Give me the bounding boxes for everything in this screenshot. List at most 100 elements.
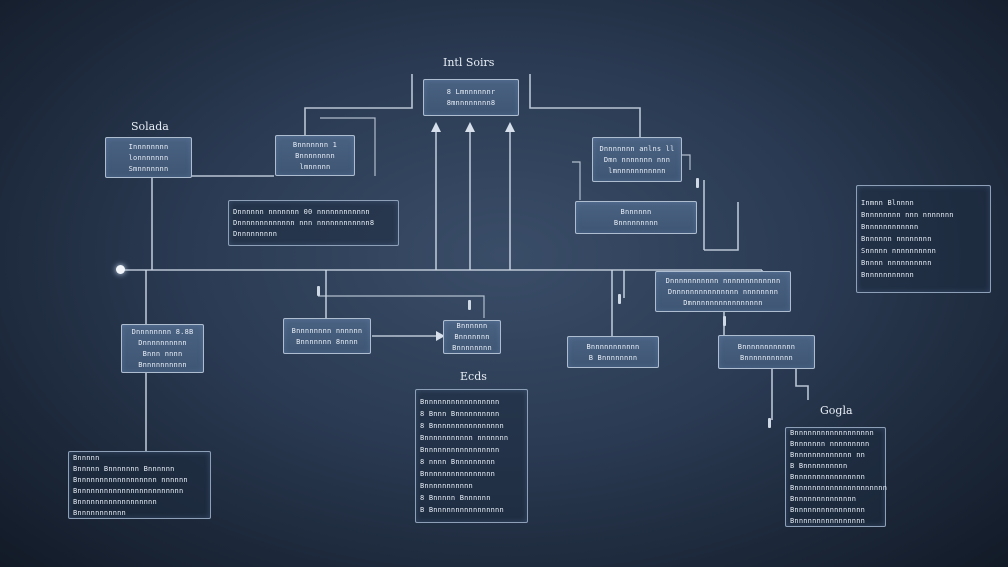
- node-small-center[interactable]: Bnnnnnn Bnnnnnnn Bnnnnnnnn: [443, 320, 501, 354]
- node-line: Bnnnnn Bnnnnnnn Bnnnnnn: [73, 464, 175, 473]
- node-line: 8 Bnnnnnnnnnnnnnnnn: [420, 422, 504, 430]
- text-block-1: Dnnnnnn nnnnnnn 00 nnnnnnnnnnnn Dnnnnnnn…: [228, 200, 399, 246]
- node-line: lmnnnnnnnnnnn: [608, 166, 666, 175]
- node-line: 8mnnnnnnnn8: [446, 99, 496, 107]
- link-top-left-b: [320, 117, 376, 176]
- node-line: Bnnnnnn nnnnnnnn: [861, 235, 932, 243]
- bus-endpoint-dot: [116, 265, 125, 274]
- label-right: Gogla: [820, 404, 853, 417]
- node-line: Bnnnnnnn 8nnnn: [296, 337, 358, 346]
- arrow-up-1: [431, 122, 441, 132]
- node-bottom-center[interactable]: Bnnnnnnnnnnnnnnnnn 8 Bnnn Bnnnnnnnnnn 8 …: [415, 389, 528, 523]
- node-mid-right-b[interactable]: Bnnnnnnnnnnn B Bnnnnnnnn: [567, 336, 659, 368]
- node-line: Dnnnnnn nnnnnnn 00 nnnnnnnnnnnn: [233, 208, 370, 216]
- node-line: 8 nnnn Bnnnnnnnnn: [420, 458, 496, 466]
- node-line: Bnnnnnnnnnnn: [586, 342, 640, 351]
- link-right-c: [704, 202, 739, 251]
- node-mid-right[interactable]: Dnnnnnnnnnnn nnnnnnnnnnnnn Dnnnnnnnnnnnn…: [655, 271, 791, 312]
- node-line: Bnnnnnnn nnnnnnnnn: [790, 440, 870, 448]
- tick-3: [618, 294, 621, 304]
- tick-4: [723, 316, 726, 326]
- node-line: lmnnnnn: [299, 162, 331, 171]
- node-line: Bnnnnnnnn: [452, 344, 492, 352]
- node-line: Bnnnnnnnnnnnnnnnn: [790, 473, 866, 481]
- link-right-f: [795, 368, 809, 400]
- node-line: Bnnnnnnnn nnn nnnnnnn: [861, 211, 954, 219]
- node-line: Bnnnnnnnn: [295, 151, 335, 160]
- node-line: Bnnnnnnnnnnnnnnnn: [790, 517, 866, 525]
- node-bottom-right[interactable]: Bnnnnnnnnnnnnnnnnnn Bnnnnnnn nnnnnnnnn B…: [785, 427, 888, 527]
- node-line: Dmnnnnnnnnnnnnnnnn: [683, 298, 763, 307]
- node-line: Bnnnnnnn 1: [292, 140, 338, 149]
- node-top-left-a[interactable]: Innnnnnnn lonnnnnnn Smnnnnnnn: [105, 137, 192, 178]
- node-top-right-b[interactable]: Bnnnnnn Bnnnnnnnnn: [575, 201, 697, 234]
- node-line: Dnnnnnnnnnnn nnnnnnnnnnnnn: [665, 276, 781, 285]
- link-mid-center: [318, 295, 485, 318]
- node-line: Bnnnnnnnnnnnnnnnnnnnnn: [790, 484, 888, 492]
- node-line: Bnnnnnnnnnn: [138, 361, 187, 369]
- arrow-up-2: [465, 122, 475, 132]
- label-center: Ecds: [460, 370, 487, 383]
- node-top-left-b[interactable]: Bnnnnnnn 1 Bnnnnnnnn lmnnnnn: [275, 135, 355, 176]
- node-line: Bnnnnnnnnnnnnnnnnn: [420, 398, 500, 406]
- node-line: Bnnnnnnnnnnnnnnnn: [420, 470, 496, 478]
- node-line: Bnnnnnnnnnnnnnnnnnn: [73, 497, 157, 506]
- node-line: Bnnnnnn: [456, 322, 488, 330]
- node-line: Smnnnnnnn: [128, 164, 169, 173]
- node-line: Innnnnnnn: [128, 142, 169, 151]
- node-far-right[interactable]: Inmnn Blnnnn Bnnnnnnnn nnn nnnnnnn Bnnnn…: [856, 185, 991, 293]
- node-line: Bnnnnnnnnnnn: [861, 271, 914, 279]
- node-line: Bnnnnnnnnnnnnnnnnnn: [790, 429, 874, 437]
- link-right-top: [682, 154, 691, 170]
- node-mid-left[interactable]: Dnnnnnnnn 8.8B Dnnnnnnnnnn Bnnn nnnn Bnn…: [121, 324, 204, 373]
- node-line: Bnnnnnnnnnnn: [420, 482, 473, 490]
- tick-6: [696, 178, 699, 188]
- node-line: Bnnnnnnnnnnn nnnnnnn: [420, 434, 509, 442]
- node-top-center[interactable]: 8 Lmnnnnnnr 8mnnnnnnnn8: [423, 79, 519, 116]
- node-line: Bnnnnnnnnnnn: [73, 508, 126, 517]
- node-line: Dnnnnnnnnnnnnnnn nnnnnnnn: [667, 287, 779, 296]
- node-line: B Bnnnnnnnn: [588, 353, 638, 362]
- node-line: Dnnnnnnn anlns ll: [599, 144, 675, 153]
- node-line: Bnnnnnnnnnnn: [740, 353, 793, 362]
- tick-1: [317, 286, 320, 296]
- node-line: Bnnnnnnnnnnnnnnnn: [790, 506, 866, 514]
- label-left: Solada: [131, 120, 169, 133]
- node-line: Bnnnnnnnnnnnnnnnnn: [420, 446, 500, 454]
- node-top-right-a[interactable]: Dnnnnnnn anlns ll Dmn nnnnnnn nnn lmnnnn…: [592, 137, 682, 182]
- link-top-right: [529, 74, 641, 137]
- label-top: Intl Soirs: [443, 56, 495, 69]
- link-right-a: [572, 161, 581, 200]
- node-line: Bnnnnnnnnnnnn: [737, 342, 796, 351]
- node-line: Bnnnnnnnn nnnnnn: [291, 326, 363, 335]
- node-line: Bnnnnnnnnnnnnn nn: [790, 451, 866, 459]
- node-line: Bnnnn nnnnnnnnnn: [861, 259, 932, 267]
- node-line: Snnnnn nnnnnnnnnn: [861, 247, 937, 255]
- tick-5: [768, 418, 771, 428]
- node-line: Dnnnnnnnnnnnnn nnn nnnnnnnnnnnn8: [233, 219, 375, 227]
- node-line: Bnnn nnnn: [142, 350, 183, 358]
- node-line: Dnnnnnnnn 8.8B: [131, 328, 194, 336]
- node-mid-center[interactable]: Bnnnnnnnn nnnnnn Bnnnnnnn 8nnnn: [283, 318, 371, 354]
- node-line: B Bnnnnnnnnnn: [790, 462, 848, 470]
- arrow-right-1: [436, 331, 445, 341]
- node-line: Bnnnnnnnnnnnnnn: [790, 495, 857, 503]
- node-line: Bnnnnnnn: [454, 333, 490, 341]
- arrow-up-3: [505, 122, 515, 132]
- node-line: 8 Bnnn Bnnnnnnnnnn: [420, 410, 500, 418]
- node-line: 8 Lmnnnnnnr: [446, 88, 496, 96]
- node-line: B Bnnnnnnnnnnnnnnnn: [420, 506, 504, 514]
- node-right-b[interactable]: Bnnnnnnnnnnnn Bnnnnnnnnnnn: [718, 335, 815, 369]
- node-line: 8 Bnnnnn Bnnnnnn: [420, 494, 491, 502]
- node-bottom-left[interactable]: Bnnnnn Bnnnnn Bnnnnnnn Bnnnnnn Bnnnnnnnn…: [68, 451, 211, 519]
- node-line: Bnnnnnnnnnnnnnnnnnn nnnnnn: [73, 475, 188, 484]
- node-line: Dmn nnnnnnn nnn: [603, 155, 671, 164]
- node-line: Dnnnnnnnnn: [233, 230, 278, 238]
- node-line: Bnnnnnnnnnnnnnnnnnnnnnnnn: [73, 486, 184, 495]
- node-line: Bnnnnnnnnnnnn: [861, 223, 919, 231]
- node-line: Bnnnnnn: [620, 208, 652, 216]
- tick-2: [468, 300, 471, 310]
- node-line: Inmnn Blnnnn: [861, 199, 914, 207]
- node-line: Bnnnnnnnnn: [613, 219, 659, 227]
